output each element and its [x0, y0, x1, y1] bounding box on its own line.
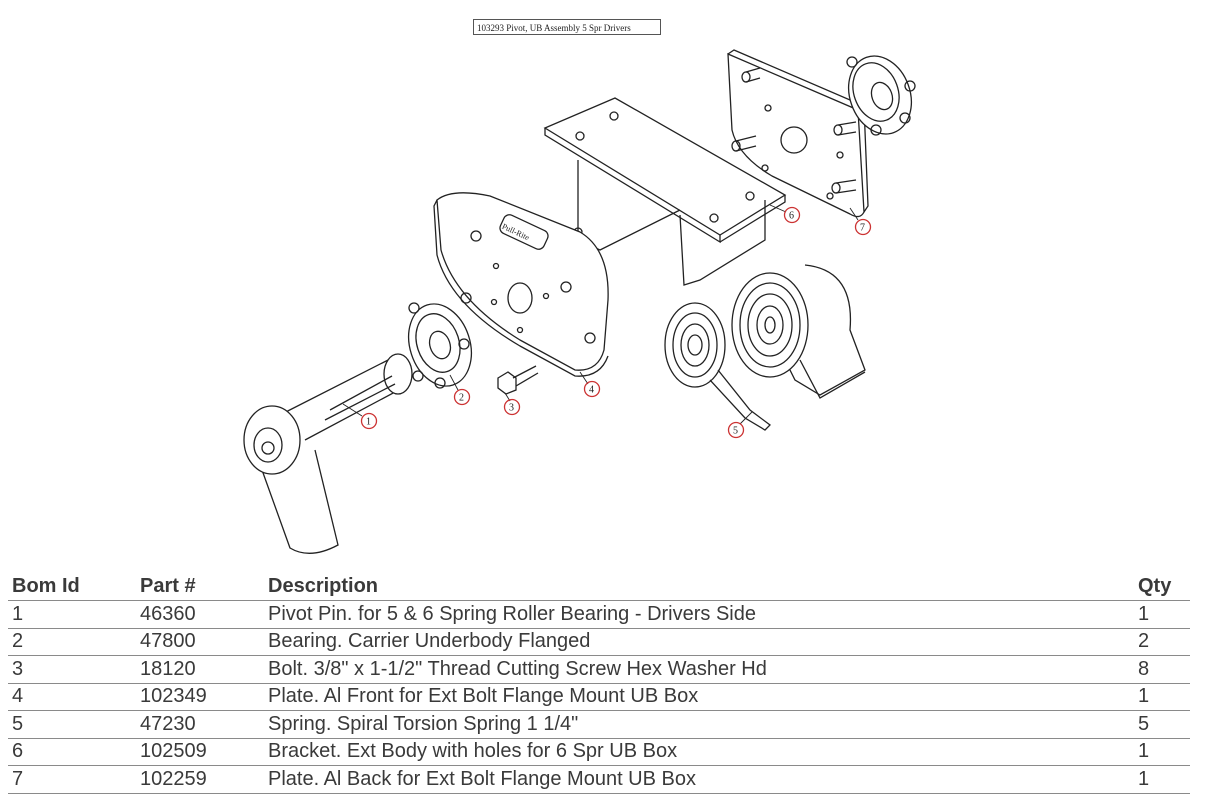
table-header-row: Bom Id Part # Description Qty: [8, 573, 1190, 601]
table-row: 5 47230 Spring. Spiral Torsion Spring 1 …: [8, 710, 1190, 739]
callout-5: 5: [727, 421, 745, 439]
svg-text:5: 5: [733, 426, 738, 437]
svg-text:6: 6: [789, 211, 794, 222]
cell-bom-id: 3: [8, 655, 136, 684]
cell-bom-id: 1: [8, 600, 136, 629]
cell-description: Bearing. Carrier Underbody Flanged: [264, 628, 1134, 656]
springs-part: [664, 264, 866, 431]
svg-text:3: 3: [509, 403, 514, 414]
bill-of-materials-table: Bom Id Part # Description Qty 1 46360 Pi…: [8, 573, 1190, 794]
callout-4: 4: [583, 380, 601, 398]
cell-part-number: 18120: [136, 655, 264, 684]
cell-part-number: 102349: [136, 683, 264, 711]
lower-bearing-part: [408, 302, 472, 389]
table-row: 1 46360 Pivot Pin. for 5 & 6 Spring Roll…: [8, 600, 1190, 629]
back-plate-part: [727, 49, 869, 218]
pivot-pin-part: [243, 353, 413, 554]
header-part-number: Part #: [136, 573, 264, 601]
cell-qty: 1: [1134, 738, 1190, 766]
table-row: 4 102349 Plate. Al Front for Ext Bolt Fl…: [8, 683, 1190, 711]
callout-3: 3: [503, 398, 521, 416]
cell-qty: 1: [1134, 765, 1190, 794]
table-row: 7 102259 Plate. Al Back for Ext Bolt Fla…: [8, 765, 1190, 794]
cell-part-number: 46360: [136, 600, 264, 629]
cell-part-number: 102259: [136, 765, 264, 794]
cell-part-number: 47800: [136, 628, 264, 656]
svg-text:7: 7: [860, 223, 865, 234]
callout-2: 2: [453, 388, 471, 406]
cell-bom-id: 5: [8, 710, 136, 739]
cell-qty: 8: [1134, 655, 1190, 684]
cell-description: Plate. Al Front for Ext Bolt Flange Moun…: [264, 683, 1134, 711]
cell-qty: 5: [1134, 710, 1190, 739]
cell-qty: 1: [1134, 600, 1190, 629]
exploded-assembly-drawing: Pull-Rite: [243, 49, 916, 554]
cell-description: Plate. Al Back for Ext Bolt Flange Mount…: [264, 765, 1134, 794]
cell-qty: 1: [1134, 683, 1190, 711]
callout-7: 7: [854, 218, 872, 236]
bolt-part: [497, 365, 539, 395]
front-plate-part: Pull-Rite: [433, 192, 609, 377]
header-qty: Qty: [1134, 573, 1190, 601]
svg-text:4: 4: [589, 385, 594, 396]
cell-qty: 2: [1134, 628, 1190, 656]
bracket-part: [543, 97, 787, 286]
cell-bom-id: 2: [8, 628, 136, 656]
svg-text:1: 1: [366, 417, 371, 428]
cell-part-number: 47230: [136, 710, 264, 739]
upper-bearing-part: [846, 55, 916, 136]
callout-6: 6: [783, 206, 801, 224]
cell-description: Spring. Spiral Torsion Spring 1 1/4": [264, 710, 1134, 739]
table-row: 6 102509 Bracket. Ext Body with holes fo…: [8, 738, 1190, 766]
cell-part-number: 102509: [136, 738, 264, 766]
callout-1: 1: [360, 412, 378, 430]
header-description: Description: [264, 573, 1134, 601]
cell-bom-id: 7: [8, 765, 136, 794]
cell-bom-id: 4: [8, 683, 136, 711]
svg-text:2: 2: [459, 393, 464, 404]
cell-description: Bolt. 3/8" x 1-1/2" Thread Cutting Screw…: [264, 655, 1134, 684]
cell-description: Bracket. Ext Body with holes for 6 Spr U…: [264, 738, 1134, 766]
table-row: 3 18120 Bolt. 3/8" x 1-1/2" Thread Cutti…: [8, 655, 1190, 684]
cell-description: Pivot Pin. for 5 & 6 Spring Roller Beari…: [264, 600, 1134, 629]
table-row: 2 47800 Bearing. Carrier Underbody Flang…: [8, 628, 1190, 656]
cell-bom-id: 6: [8, 738, 136, 766]
diagram-title: 103293 Pivot, UB Assembly 5 Spr Drivers: [473, 19, 661, 35]
header-bom-id: Bom Id: [8, 573, 136, 601]
